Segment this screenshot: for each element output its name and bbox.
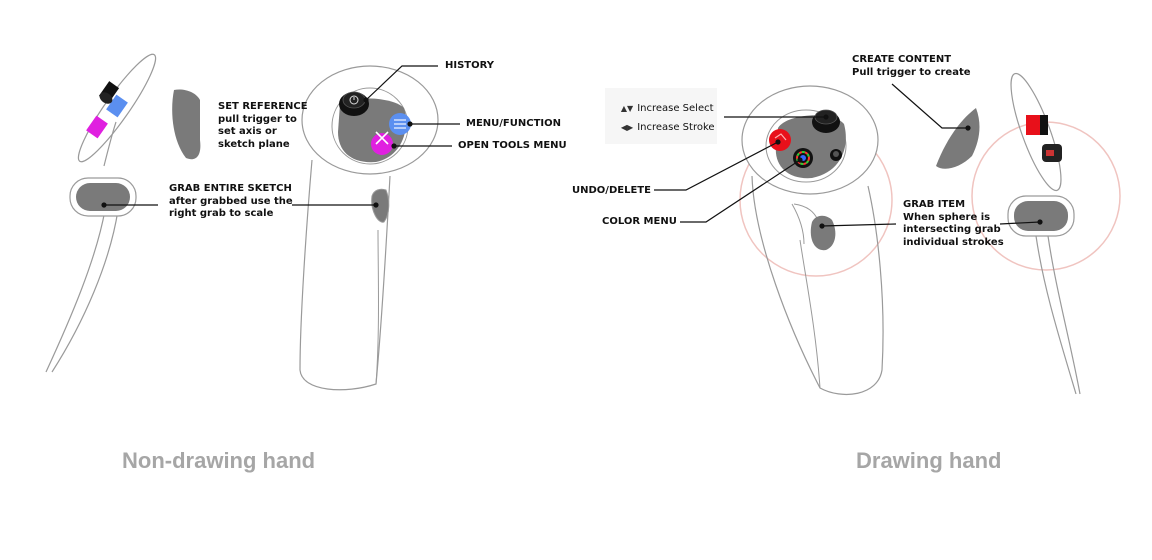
right-leader-lines [654,83,1043,229]
right-front-controller [739,85,893,395]
left-leader-lines [101,65,460,208]
legend-increase-select: ▲▼ Increase Select [620,103,714,114]
menu-icon [389,113,411,135]
drawing-hand-caption: Drawing hand [856,448,1002,473]
grab-item-line1: When sphere is [903,212,991,223]
set-reference-line3: sketch plane [218,139,290,150]
color-menu-label: COLOR MENU [602,216,677,227]
grab-item-line3: individual strokes [903,237,1004,248]
grab-item-title: GRAB ITEM [903,199,966,210]
history-icon [339,91,369,116]
increase-select-label: Increase Select [637,103,714,114]
legend-box [605,88,717,144]
left-front-controller [299,65,439,391]
non-drawing-hand-caption: Non-drawing hand [122,448,316,473]
up-down-arrows-icon: ▲▼ [620,104,634,113]
blue-button-side [106,94,128,118]
menu-function-label: MENU/FUNCTION [466,118,561,129]
legend-increase-stroke: ◀▶ Increase Stroke [620,122,715,133]
grab-sketch-line1: after grabbed use the [169,196,293,207]
grab-item-line2: intersecting grab [903,224,1001,235]
left-side-controller [45,53,201,373]
undo-delete-label: UNDO/DELETE [572,185,651,196]
right-side-controller [936,72,1121,395]
dark-button-side [1042,144,1062,162]
undo-icon [769,129,791,151]
left-right-arrows-icon: ◀▶ [620,123,634,132]
history-label: HISTORY [445,60,495,71]
grip-button-side [69,177,137,217]
create-content-title: CREATE CONTENT [852,54,952,65]
trigger-side [172,89,201,160]
red-button-side [1026,115,1048,135]
create-content-line1: Pull trigger to create [852,67,971,78]
thumbstick-front [812,109,840,133]
set-reference-title: SET REFERENCE [218,101,308,112]
tools-icon [371,131,393,155]
thumbstick-side [98,81,120,104]
set-reference-line1: pull trigger to [218,114,297,125]
open-tools-menu-label: OPEN TOOLS MENU [458,140,567,151]
increase-stroke-label: Increase Stroke [637,122,715,133]
grab-sketch-title: GRAB ENTIRE SKETCH [169,183,292,194]
set-reference-line2: set axis or [218,126,277,137]
small-button-front [830,149,842,161]
color-wheel-icon [793,148,813,168]
grab-sketch-line2: right grab to scale [169,208,274,219]
grip-button-right-side [1007,195,1075,237]
magenta-button-side [86,115,108,139]
